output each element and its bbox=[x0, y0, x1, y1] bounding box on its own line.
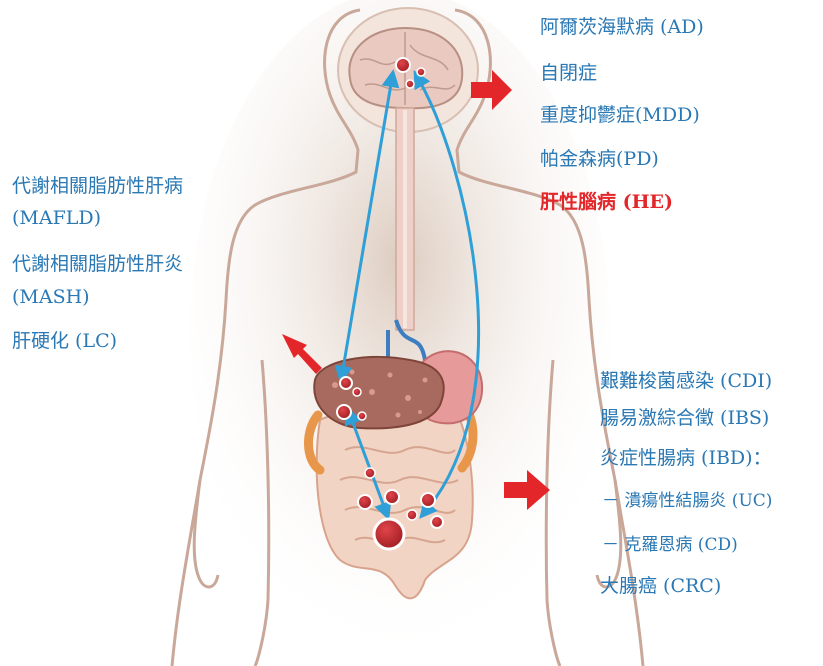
gut-disease-ibd: 炎症性腸病 (IBD)： bbox=[600, 447, 772, 469]
left-hand bbox=[194, 480, 218, 587]
liver-disease-mash: 代謝相關脂肪性肝炎 bbox=[12, 253, 183, 275]
gut-disease-crc: 大腸癌 (CRC) bbox=[600, 575, 721, 597]
liver-disease-mafld-abbr: (MAFLD) bbox=[12, 207, 101, 229]
brain-disease-pd: 帕金森病(PD) bbox=[540, 148, 659, 170]
gut-disease-uc: － 潰瘍性結腸炎 (UC) bbox=[602, 490, 772, 512]
brain-disease-autism: 自閉症 bbox=[540, 62, 597, 84]
gut-disease-cd: － 克羅恩病 (CD) bbox=[602, 534, 738, 556]
brain-disease-ad: 阿爾茨海默病 (AD) bbox=[540, 16, 704, 38]
liver-disease-mafld: 代謝相關脂肪性肝病 bbox=[12, 175, 183, 197]
gut-disease-cdi: 艱難梭菌感染 (CDI) bbox=[600, 370, 772, 392]
liver-disease-lc: 肝硬化 (LC) bbox=[12, 330, 117, 352]
brain-disease-he: 肝性腦病 (HE) bbox=[540, 191, 673, 213]
liver-disease-mash-abbr: (MASH) bbox=[12, 286, 90, 308]
brain-disease-mdd: 重度抑鬱症(MDD) bbox=[540, 104, 700, 126]
gut-disease-ibs: 腸易激綜合徵 (IBS) bbox=[600, 407, 769, 429]
liver bbox=[314, 357, 444, 428]
